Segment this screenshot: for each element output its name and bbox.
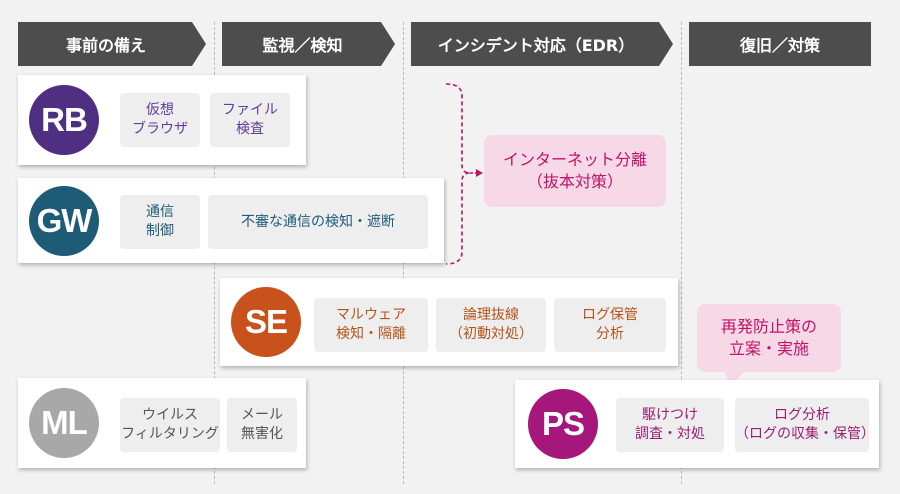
rb-tag-virtual-browser: 仮想 ブラウザ bbox=[120, 93, 200, 147]
se-tag-logical-disconnect: 論理抜線 （初動対処） bbox=[436, 298, 546, 352]
gw-tag-suspicious-traffic: 不審な通信の検知・遮断 bbox=[208, 195, 428, 249]
phase-header-preparation: 事前の備え bbox=[18, 22, 206, 66]
phase-header-incident-response: インシデント対応（EDR） bbox=[411, 22, 673, 66]
ml-tag-virus-filtering: ウイルス フィルタリング bbox=[120, 398, 220, 452]
ps-badge: PS bbox=[528, 389, 598, 459]
phase-header-monitoring: 監視／検知 bbox=[222, 22, 395, 66]
ml-badge: ML bbox=[29, 388, 99, 458]
se-badge: SE bbox=[231, 287, 301, 357]
phase-header-recovery: 復旧／対策 bbox=[689, 22, 871, 66]
recurrence-prevention-callout: 再発防止策の 立案・実施 bbox=[697, 304, 841, 372]
rb-badge: RB bbox=[29, 85, 99, 155]
se-tag-malware-detection: マルウェア 検知・隔離 bbox=[314, 298, 428, 352]
ml-tag-mail-sanitization: メール 無害化 bbox=[227, 398, 297, 452]
gw-tag-traffic-control: 通信 制御 bbox=[120, 195, 200, 249]
column-divider bbox=[681, 22, 682, 484]
ps-tag-on-site-response: 駆けつけ 調査・対処 bbox=[616, 398, 724, 452]
ps-tag-log-analysis: ログ分析 （ログの収集・保管） bbox=[735, 398, 875, 452]
rb-tag-file-inspection: ファイル 検査 bbox=[210, 93, 290, 147]
internet-isolation-callout: インターネット分離 （抜本対策） bbox=[484, 135, 666, 207]
se-tag-log-storage: ログ保管 分析 bbox=[554, 298, 666, 352]
gw-badge: GW bbox=[29, 186, 99, 256]
